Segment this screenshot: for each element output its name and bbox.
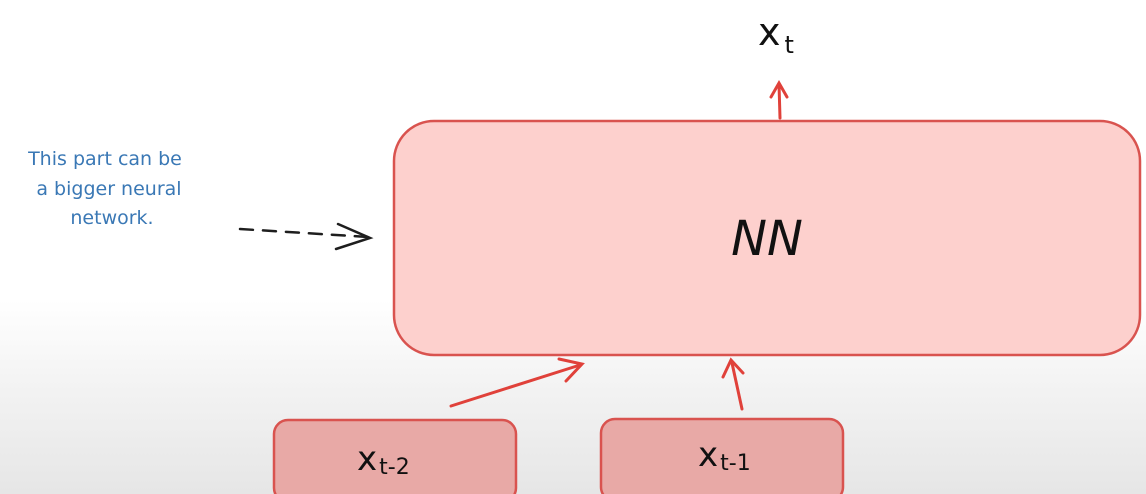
output-arrow xyxy=(769,79,789,120)
input-label-t-1-subscript: t-1 xyxy=(720,451,751,476)
output-label-subscript: t xyxy=(785,31,794,59)
output-label-main: x xyxy=(758,10,781,54)
annotation-text: This part can be a bigger neural network… xyxy=(27,148,188,229)
annotation-line-3: network. xyxy=(70,207,153,229)
annotation-line-1: This part can be xyxy=(27,148,182,170)
input-box-t-2 xyxy=(272,418,518,494)
dashed-arrow xyxy=(238,222,374,251)
nn-label: NN xyxy=(731,211,803,267)
annotation-line-2: a bigger neural xyxy=(36,178,181,200)
input-label-t-1-main: x xyxy=(698,435,718,475)
input-arrow-t-1 xyxy=(721,357,745,411)
input-label-t-2: xt-2 xyxy=(357,439,410,480)
input-label-t-2-subscript: t-2 xyxy=(379,455,410,480)
nn-box xyxy=(392,119,1142,357)
input-label-t-2-main: x xyxy=(357,439,377,479)
input-arrow-t-2 xyxy=(449,357,585,408)
input-label-t-1: xt-1 xyxy=(698,435,751,476)
input-box-t-1 xyxy=(599,417,845,494)
